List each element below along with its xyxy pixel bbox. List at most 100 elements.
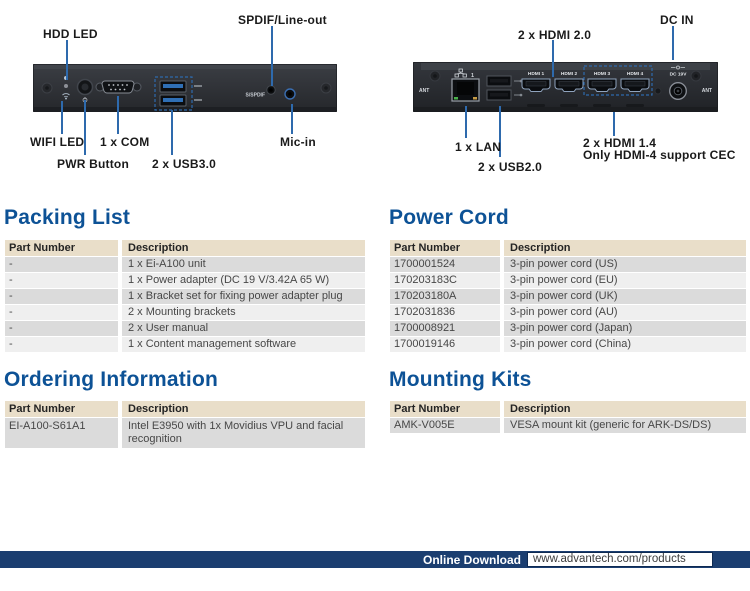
- screw-hole: [654, 87, 662, 95]
- callout-line-hdd-led: [66, 40, 68, 80]
- com-port: [95, 80, 142, 94]
- usb3-ports: [154, 76, 202, 111]
- online-download-label: Online Download: [423, 552, 521, 567]
- part-number-cell: AMK-V005E: [390, 418, 500, 433]
- power-cord-title: Power Cord: [389, 206, 509, 229]
- column-header-part-number: Part Number: [5, 401, 118, 417]
- mic-in-jack: [284, 88, 296, 100]
- usb2-ports: [486, 75, 523, 101]
- part-number-cell: EI-A100-S61A1: [5, 418, 118, 448]
- spdif-port-label: S/SPDIF: [246, 93, 265, 99]
- table-row: - 1 x Ei-A100 unit: [5, 257, 365, 272]
- callout-line-wifi-led: [61, 101, 63, 134]
- table-row: 1700001524 3-pin power cord (US): [390, 257, 746, 272]
- callout-wifi-led: WIFI LED: [30, 135, 85, 149]
- callout-hdmi14-line2: Only HDMI-4 support CEC: [583, 148, 736, 162]
- hdmi2-label: HDMI 2: [561, 71, 578, 77]
- packing-list-table: Part Number Description - 1 x Ei-A100 un…: [5, 240, 365, 353]
- callout-lan: 1 x LAN: [455, 140, 502, 154]
- description-cell: 3-pin power cord (UK): [504, 289, 746, 304]
- status-led-icon: [64, 84, 68, 88]
- description-cell: 1 x Ei-A100 unit: [122, 257, 365, 272]
- callout-hdmi14-line1: 2 x HDMI 1.4: [583, 136, 657, 150]
- callout-line-dcin: [672, 26, 674, 60]
- description-cell: 3-pin power cord (Japan): [504, 321, 746, 336]
- table-row: 170203183C 3-pin power cord (EU): [390, 273, 746, 288]
- hdmi3-label: HDMI 3: [594, 71, 611, 77]
- part-number-cell: -: [5, 289, 118, 304]
- lan-port-number: 1: [471, 73, 474, 79]
- hdmi-port-shapes: [521, 78, 650, 92]
- table-row: - 1 x Power adapter (DC 19 V/3.42A 65 W): [5, 273, 365, 288]
- description-cell: 1 x Power adapter (DC 19 V/3.42A 65 W): [122, 273, 365, 288]
- table-row: 1700008921 3-pin power cord (Japan): [390, 321, 746, 336]
- column-header-description: Description: [504, 401, 746, 417]
- description-cell: VESA mount kit (generic for ARK-DS/DS): [504, 418, 746, 433]
- table-row: AMK-V005E VESA mount kit (generic for AR…: [390, 418, 746, 433]
- callout-usb2: 2 x USB2.0: [478, 160, 543, 174]
- part-number-cell: 170203180A: [390, 289, 500, 304]
- description-cell: 3-pin power cord (AU): [504, 305, 746, 320]
- callout-line-pwr: [84, 100, 86, 155]
- hdmi4-label: HDMI 4: [627, 71, 644, 77]
- hdmi-ports: HDMI 1 HDMI 2 HDMI 3 HDMI 4: [521, 65, 653, 107]
- dc19v-label: DC 19V: [670, 72, 688, 78]
- callout-line-com: [117, 96, 119, 134]
- callout-mic: Mic-in: [280, 135, 316, 149]
- hdmi14-highlight-box: [583, 65, 653, 96]
- panel-bottom-strip: [34, 107, 336, 111]
- table-header: Part Number Description: [390, 401, 746, 417]
- polarity-icon: [671, 65, 685, 70]
- panel-top-highlight: [34, 65, 336, 69]
- ordering-info-title: Ordering Information: [4, 368, 218, 391]
- table-header: Part Number Description: [390, 240, 746, 256]
- mounting-kits-table: Part Number Description AMK-V005E VESA m…: [390, 401, 746, 434]
- callout-dcin: DC IN: [660, 13, 694, 27]
- part-number-cell: 1700001524: [390, 257, 500, 272]
- footer-url-link[interactable]: www.advantech.com/products: [527, 552, 713, 567]
- power-cord-table: Part Number Description 1700001524 3-pin…: [390, 240, 746, 353]
- callout-line-mic: [291, 104, 293, 134]
- description-cell: 3-pin power cord (EU): [504, 273, 746, 288]
- screw-icon: [41, 82, 332, 94]
- part-number-cell: -: [5, 305, 118, 320]
- description-cell: 3-pin power cord (US): [504, 257, 746, 272]
- vent-slots: [527, 104, 644, 107]
- callout-hdd-led: HDD LED: [43, 27, 98, 41]
- callout-com: 1 x COM: [100, 135, 150, 149]
- description-cell: 2 x Mounting brackets: [122, 305, 365, 320]
- part-number-cell: 1700008921: [390, 321, 500, 336]
- description-cell: 1 x Bracket set for fixing power adapter…: [122, 289, 365, 304]
- column-header-part-number: Part Number: [390, 401, 500, 417]
- callout-line-usb3: [171, 110, 173, 155]
- ant-label-left: ANT: [419, 88, 429, 94]
- panel-bottom-strip: [414, 107, 717, 111]
- wifi-icon: [62, 93, 70, 98]
- description-cell: 2 x User manual: [122, 321, 365, 336]
- table-row: - 2 x User manual: [5, 321, 365, 336]
- ordering-info-table: Part Number Description EI-A100-S61A1 In…: [5, 401, 365, 449]
- callout-pwr: PWR Button: [57, 157, 129, 171]
- part-number-cell: 1702031836: [390, 305, 500, 320]
- column-header-description: Description: [122, 240, 365, 256]
- dc-in-jack: DC 19V: [669, 65, 688, 100]
- table-row: - 1 x Content management software: [5, 337, 365, 352]
- screw-icon: [429, 70, 702, 82]
- table-header: Part Number Description: [5, 401, 365, 417]
- table-row: 1702031836 3-pin power cord (AU): [390, 305, 746, 320]
- description-cell: Intel E3950 with 1x Movidius VPU and fac…: [122, 418, 365, 448]
- part-number-cell: -: [5, 321, 118, 336]
- callout-line-usb2: [499, 106, 501, 157]
- table-row: - 2 x Mounting brackets: [5, 305, 365, 320]
- part-number-cell: -: [5, 337, 118, 352]
- footer-bar: Online Download www.advantech.com/produc…: [0, 551, 750, 568]
- lan-port: 1: [451, 68, 480, 102]
- column-header-part-number: Part Number: [5, 240, 118, 256]
- callout-line-spdif: [271, 26, 273, 86]
- front-panel-image: S/SPDIF: [33, 64, 337, 112]
- mounting-kits-title: Mounting Kits: [389, 368, 532, 391]
- packing-list-title: Packing List: [4, 206, 131, 229]
- description-cell: 3-pin power cord (China): [504, 337, 746, 352]
- table-row: EI-A100-S61A1 Intel E3950 with 1x Movidi…: [5, 418, 365, 448]
- lan-icon: [454, 68, 467, 78]
